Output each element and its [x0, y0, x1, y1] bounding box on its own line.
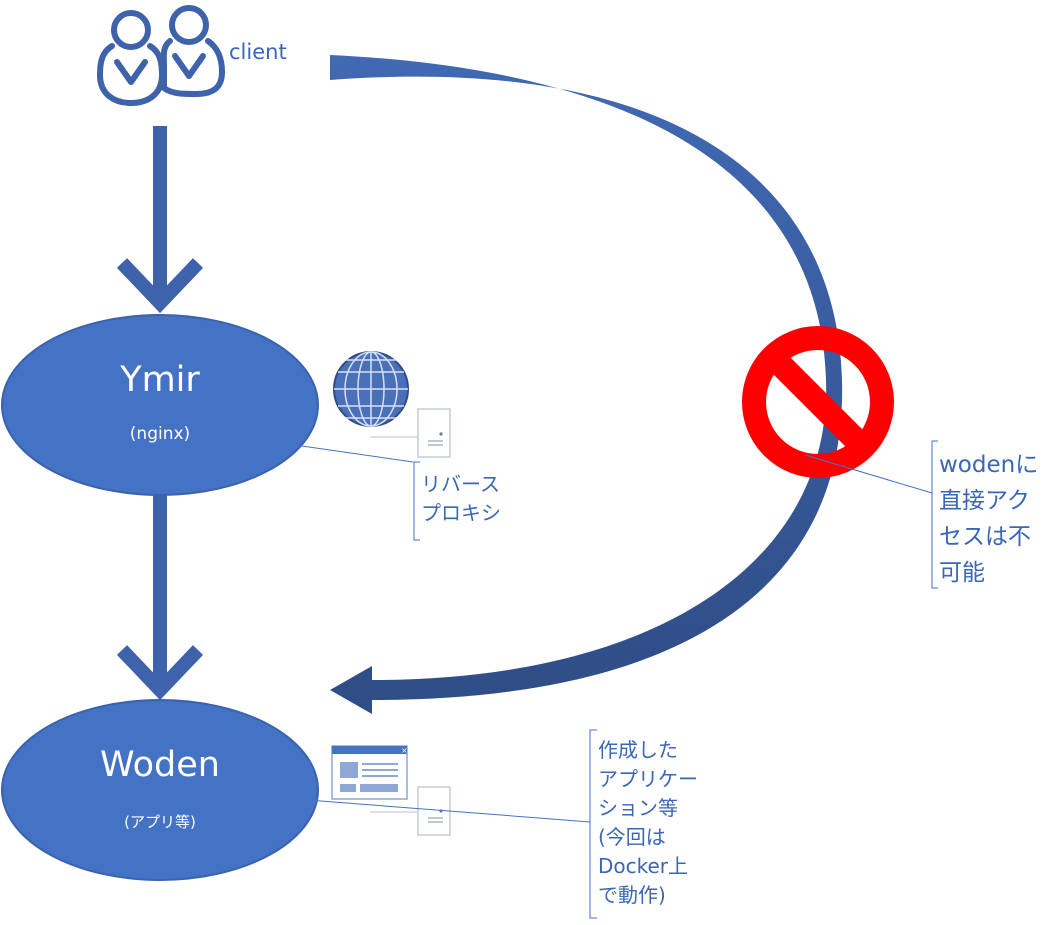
direct-access-arrowhead	[330, 666, 372, 714]
ymir-node	[1, 314, 319, 496]
app-callout-line: Docker上	[598, 854, 689, 878]
client-label: client	[229, 40, 287, 64]
woden-title: Woden	[100, 745, 220, 785]
ymir-subtitle: (nginx)	[129, 424, 191, 444]
app-callout-line: アプリケー	[598, 767, 698, 791]
proxy-callout-line: リバース	[421, 472, 500, 496]
no-access-callout-line: wodenに	[939, 452, 1039, 478]
server-icon-2	[370, 786, 451, 836]
callout-leaders	[301, 440, 938, 919]
no-entry-icon	[742, 326, 894, 478]
no-access-callout-line: セスは不	[939, 524, 1031, 550]
window-icon: ×	[331, 745, 408, 800]
no-access-callout-line: 可能	[939, 560, 985, 586]
app-callout-line: で動作)	[598, 883, 666, 907]
ymir-title: Ymir	[120, 360, 200, 400]
arrow-ymir-to-woden	[116, 490, 204, 701]
woden-subtitle: (アプリ等)	[124, 813, 196, 831]
users-icon	[97, 5, 225, 106]
woden-node	[1, 699, 319, 881]
no-access-callout-line: 直接アク	[939, 488, 1030, 514]
proxy-callout-line: プロキシ	[421, 501, 501, 525]
svg-text:×: ×	[401, 746, 408, 755]
proxy-callout: リバース プロキシ	[421, 470, 501, 528]
globe-icon	[333, 351, 409, 427]
no-access-callout: wodenに 直接アク セスは不 可能	[939, 447, 1038, 591]
app-callout-line: (今回は	[598, 825, 666, 849]
server-icon	[370, 408, 451, 458]
app-callout: 作成した アプリケー ション等 (今回は Docker上 で動作)	[598, 736, 698, 910]
app-callout-line: 作成した	[598, 738, 678, 762]
arrow-client-to-ymir	[116, 126, 204, 314]
app-callout-line: ション等	[598, 796, 678, 820]
